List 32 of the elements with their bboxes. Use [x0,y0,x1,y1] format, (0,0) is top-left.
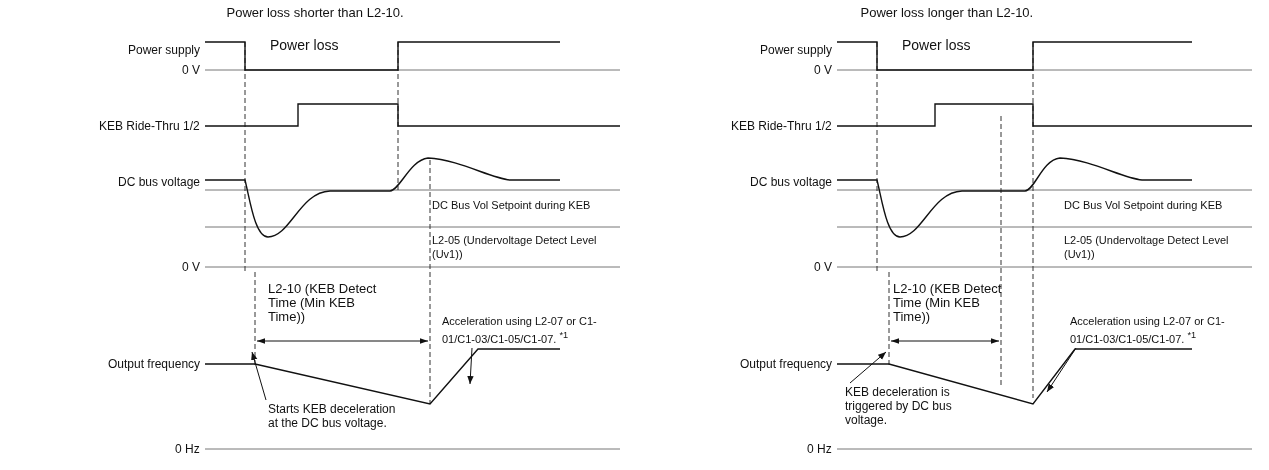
level-label: DC Bus Vol Setpoint during KEB [1064,198,1223,212]
annotation-text: KEB deceleration is triggered by DC bus voltage. [845,385,995,427]
signal-name: KEB Ride-Thru 1/2 [99,119,200,133]
annotation-text: Starts KEB deceleration at the DC bus voltage. [268,402,398,430]
leader-line [1046,347,1077,393]
level-label: L2-05 (Undervoltage Detect Level (Uv1)) [432,233,598,261]
level-label: L2-05 (Undervoltage Detect Level (Uv1)) [1064,233,1230,261]
panel-title: Power loss shorter than L2-10. [226,6,404,20]
signal-name: DC bus voltage [118,175,201,189]
signal-name: Output frequency [108,357,201,371]
leader-line [251,351,267,401]
panel-title: Power loss longer than L2-10. [860,6,1034,20]
leader-line [467,347,474,385]
level-label: 0 V [814,260,832,274]
level-label: 0 Hz [807,442,832,456]
level-label: DC Bus Vol Setpoint during KEB [432,198,591,212]
signal-name: DC bus voltage [750,175,833,189]
signal-name: Output frequency [740,357,833,371]
time-label: L2-10 (KEB Detect Time (Min KEB Time)) [268,282,378,324]
annotation-text: Acceleration using L2-07 or C1-01/C1-03/C1-05/C1-07. $^{*1}$ [442,314,617,346]
annotation-text: Acceleration using L2-07 or C1-01/C1-03/C1-05/C1-07. $^{*1}$ [1070,314,1245,346]
level-label: 0 V [182,63,200,77]
signal-name: Power supply [760,43,833,57]
annotation-text: Power loss [270,38,339,52]
annotation-text: Power loss [902,38,971,52]
level-label: 0 V [182,260,200,274]
level-label: 0 V [814,63,832,77]
level-label: 0 Hz [175,442,200,456]
signal-name: Power supply [128,43,201,57]
time-label: L2-10 (KEB Detect Time (Min KEB Time)) [893,282,1003,324]
signal-name: KEB Ride-Thru 1/2 [731,119,832,133]
leader-line [849,351,887,384]
